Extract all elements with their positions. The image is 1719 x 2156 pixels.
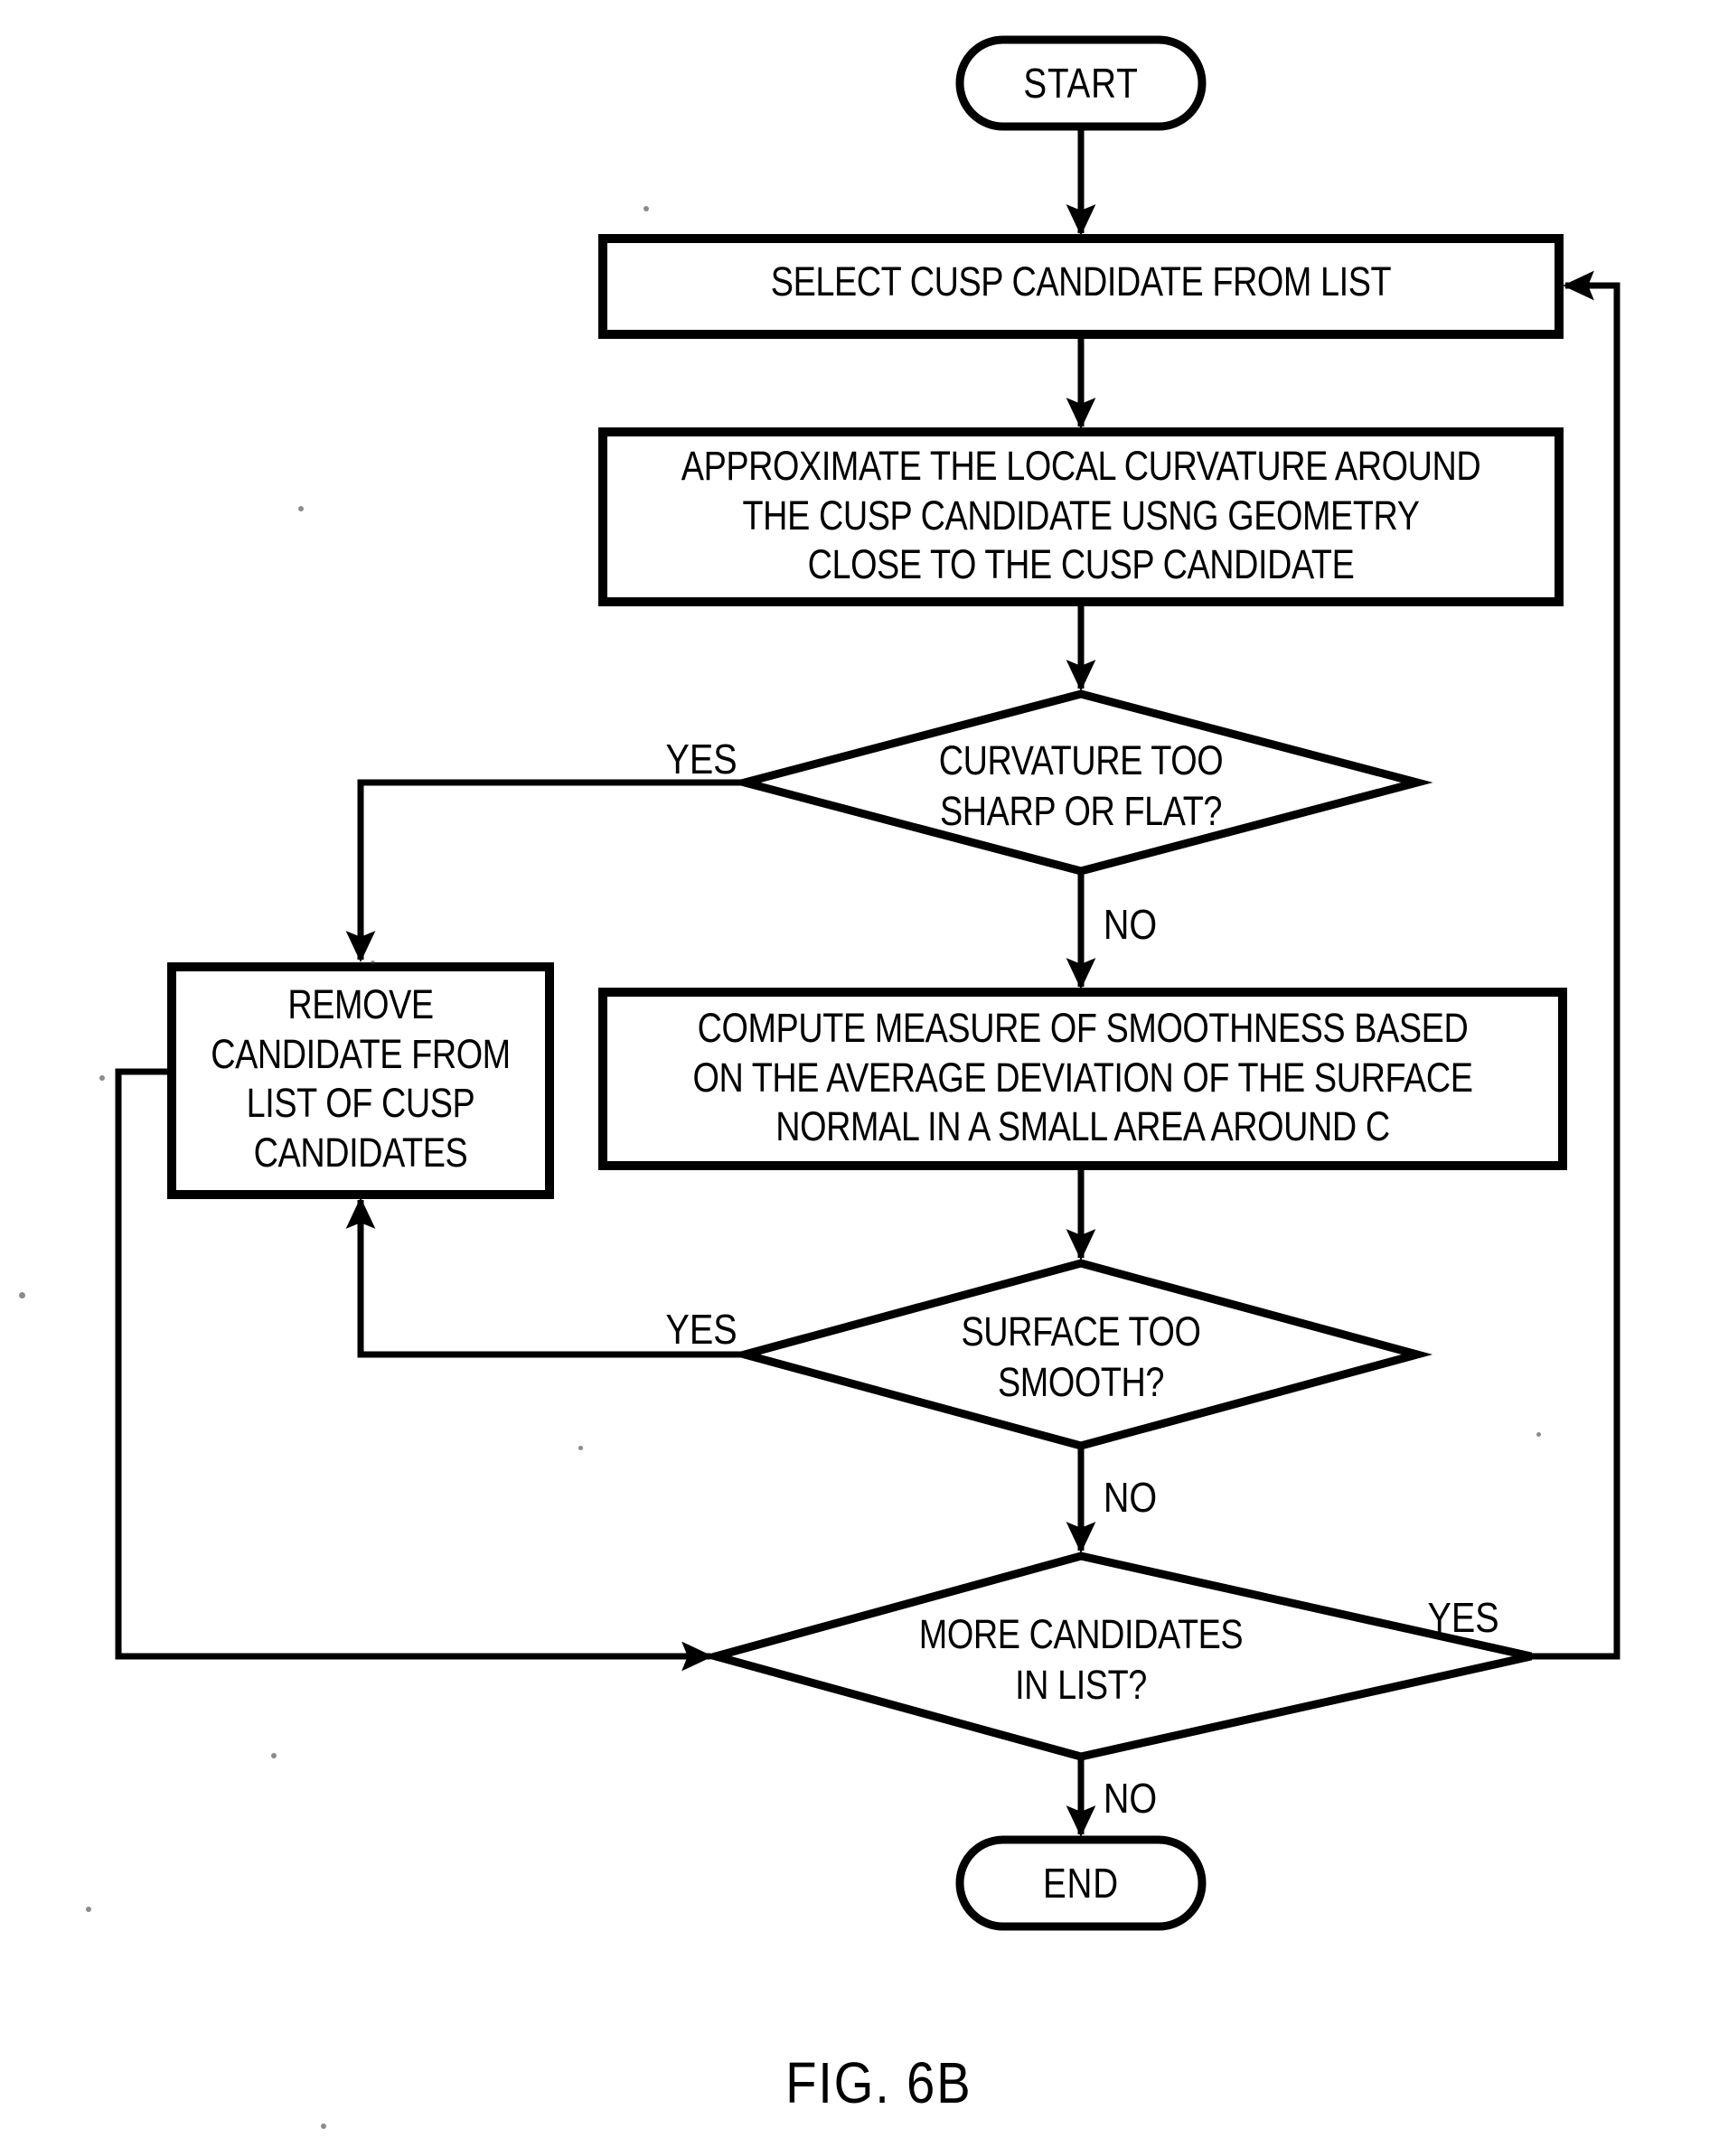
approximate-curvature-label: APPROXIMATE THE LOCAL CURVATURE AROUND T… — [603, 445, 1559, 586]
smoothness-decision-line-2: SMOOTH? — [998, 1358, 1164, 1405]
smoothness-decision-line-1: SURFACE TOO — [961, 1308, 1201, 1355]
edge-smoothness-yes-to-remove — [345, 1196, 745, 1358]
edge-curvature-yes-to-remove — [345, 779, 745, 963]
edge-label-smoothness-yes: YES — [665, 1306, 737, 1353]
scan-speck — [19, 1292, 25, 1298]
select-candidate-box-shape — [598, 234, 1564, 339]
edge-label-curvature-no: NO — [1103, 901, 1158, 948]
scan-speck — [99, 1075, 105, 1081]
edge-label-smoothness-no: NO — [1103, 1474, 1158, 1521]
approximate-curvature-line-2: THE CUSP CANDIDATE USNG GEOMETRY — [742, 492, 1420, 539]
more-candidates-line-2: IN LIST? — [1015, 1661, 1147, 1708]
compute-smoothness-label: COMPUTE MEASURE OF SMOOTHNESS BASED ON T… — [603, 1007, 1563, 1148]
start-terminator-shape — [955, 35, 1207, 131]
curvature-decision-label: CURVATURE TOO SHARP OR FLAT? — [813, 739, 1348, 832]
more-candidates-line-1: MORE CANDIDATES — [918, 1611, 1244, 1657]
smoothness-decision-label: SURFACE TOO SMOOTH? — [813, 1310, 1348, 1403]
more-candidates-label: MORE CANDIDATES IN LIST? — [804, 1613, 1357, 1706]
scan-speck — [298, 506, 304, 511]
approximate-curvature-line-3: CLOSE TO THE CUSP CANDIDATE — [807, 541, 1355, 588]
approximate-curvature-line-1: APPROXIMATE THE LOCAL CURVATURE AROUND — [681, 443, 1481, 489]
compute-smoothness-line-2: ON THE AVERAGE DEVIATION OF THE SURFACE — [692, 1054, 1473, 1101]
edge-label-more-yes: YES — [1427, 1594, 1499, 1641]
scan-speck — [321, 2123, 326, 2129]
remove-candidate-line-3: LIST OF CUSP — [246, 1080, 475, 1127]
remove-candidate-line-1: REMOVE — [287, 981, 434, 1027]
edge-label-curvature-yes: YES — [665, 736, 737, 783]
remove-candidate-box-shape — [167, 962, 554, 1199]
curvature-decision-line-1: CURVATURE TOO — [938, 737, 1224, 783]
compute-smoothness-line-1: COMPUTE MEASURE OF SMOOTHNESS BASED — [697, 1005, 1469, 1051]
approximate-curvature-box-shape — [598, 427, 1564, 606]
scan-speck — [86, 1907, 91, 1912]
scan-speck — [371, 961, 375, 965]
edge-label-more-no: NO — [1103, 1775, 1158, 1822]
remove-candidate-line-4: CANDIDATES — [253, 1130, 468, 1176]
scan-speck — [643, 206, 649, 211]
compute-smoothness-line-3: NORMAL IN A SMALL AREA AROUND C — [775, 1103, 1390, 1150]
scan-speck — [1536, 1432, 1541, 1437]
remove-candidate-label: REMOVE CANDIDATE FROM LIST OF CUSP CANDI… — [172, 983, 550, 1175]
edge-more-yes-to-select — [1531, 270, 1620, 1660]
remove-candidate-line-2: CANDIDATE FROM — [211, 1030, 511, 1077]
scan-speck — [578, 1446, 583, 1450]
figure-caption: FIG. 6B — [785, 2050, 972, 2115]
curvature-decision-line-2: SHARP OR FLAT? — [939, 787, 1223, 834]
edge-remove-to-more-candidates — [115, 1068, 714, 1672]
scan-speck — [271, 1753, 277, 1758]
end-terminator-shape — [955, 1835, 1207, 1931]
